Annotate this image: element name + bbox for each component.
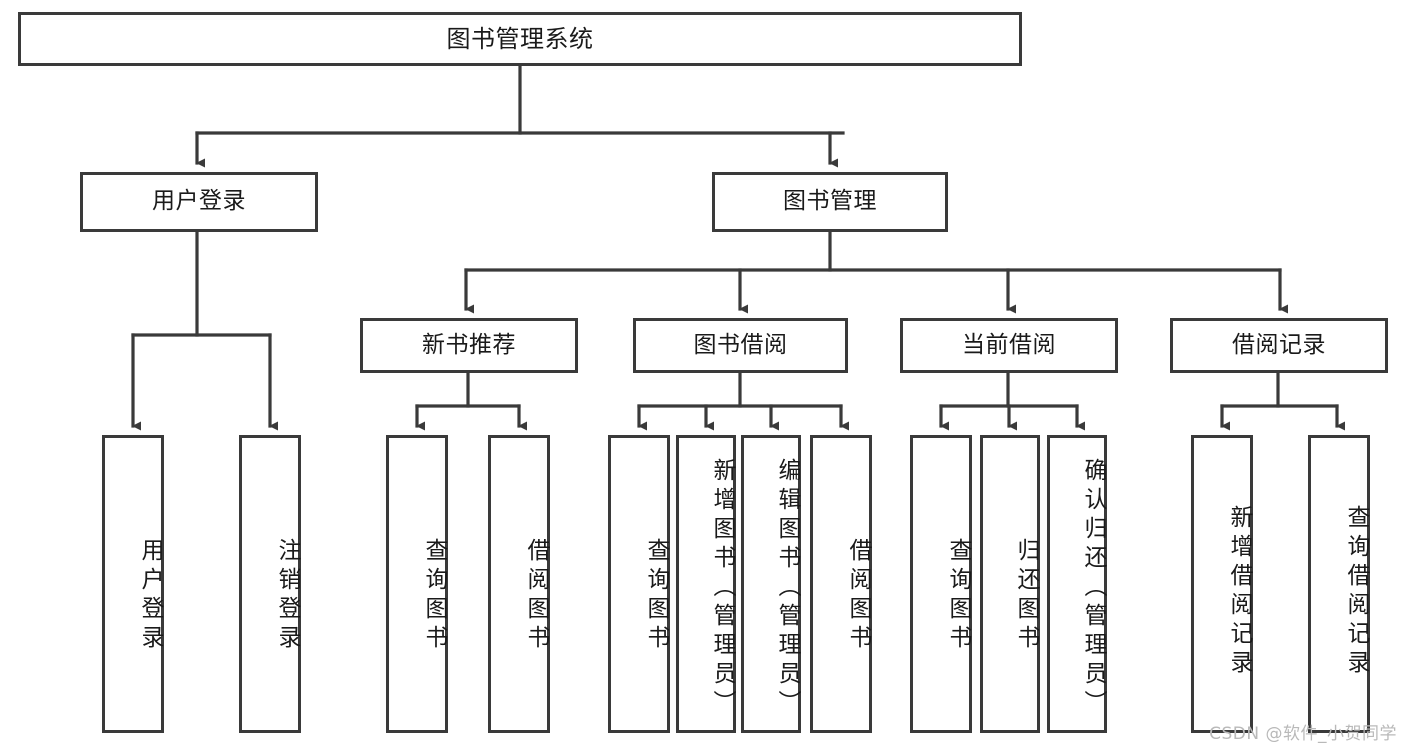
node-user-login[interactable]: 用户登录: [80, 172, 318, 232]
node-root-label: 图书管理系统: [446, 24, 594, 53]
leaf-label: 查询图书: [945, 538, 971, 654]
leaf-label: 查询图书: [421, 538, 447, 654]
leaf-current-borrow-query[interactable]: 查询图书: [910, 435, 972, 733]
leaf-book-borrow-add[interactable]: 新增图书（管理员）: [676, 435, 736, 733]
leaf-label: 用户登录: [137, 538, 163, 654]
node-user-login-label: 用户登录: [152, 188, 246, 215]
leaf-book-borrow-edit[interactable]: 编辑图书（管理员）: [741, 435, 801, 733]
leaf-label: 借阅图书: [523, 538, 549, 654]
node-current-borrow-label: 当前借阅: [962, 331, 1056, 358]
leaf-borrow-record-query[interactable]: 查询借阅记录: [1308, 435, 1370, 733]
node-borrow-record[interactable]: 借阅记录: [1170, 318, 1388, 373]
leaf-borrow-record-add[interactable]: 新增借阅记录: [1191, 435, 1253, 733]
leaf-label: 注销登录: [274, 538, 300, 654]
leaf-label: 编辑图书（管理员）: [774, 457, 800, 719]
node-book-management[interactable]: 图书管理: [712, 172, 948, 232]
leaf-current-borrow-confirm-return[interactable]: 确认归还（管理员）: [1047, 435, 1107, 733]
leaf-current-borrow-return[interactable]: 归还图书: [980, 435, 1040, 733]
leaf-user-login-signin[interactable]: 用户登录: [102, 435, 164, 733]
leaf-book-borrow-borrow[interactable]: 借阅图书: [810, 435, 872, 733]
csdn-watermark: CSDN @软件_小贺同学: [1209, 724, 1397, 744]
leaf-book-borrow-query[interactable]: 查询图书: [608, 435, 670, 733]
node-new-book-recommend-label: 新书推荐: [422, 331, 516, 358]
leaf-label: 查询图书: [643, 538, 669, 654]
node-book-management-label: 图书管理: [783, 188, 877, 215]
leaf-new-book-borrow[interactable]: 借阅图书: [488, 435, 550, 733]
node-current-borrow[interactable]: 当前借阅: [900, 318, 1118, 373]
leaf-new-book-query[interactable]: 查询图书: [386, 435, 448, 733]
leaf-label: 确认归还（管理员）: [1080, 457, 1106, 719]
leaf-label: 归还图书: [1013, 538, 1039, 654]
node-root-system[interactable]: 图书管理系统: [18, 12, 1022, 66]
leaf-label: 借阅图书: [845, 538, 871, 654]
leaf-user-login-signout[interactable]: 注销登录: [239, 435, 301, 733]
leaf-label: 新增图书（管理员）: [709, 457, 735, 719]
leaf-label: 新增借阅记录: [1226, 505, 1252, 679]
node-new-book-recommend[interactable]: 新书推荐: [360, 318, 578, 373]
node-book-borrow[interactable]: 图书借阅: [633, 318, 848, 373]
node-book-borrow-label: 图书借阅: [693, 331, 788, 358]
leaf-label: 查询借阅记录: [1343, 505, 1369, 679]
node-borrow-record-label: 借阅记录: [1232, 331, 1326, 358]
